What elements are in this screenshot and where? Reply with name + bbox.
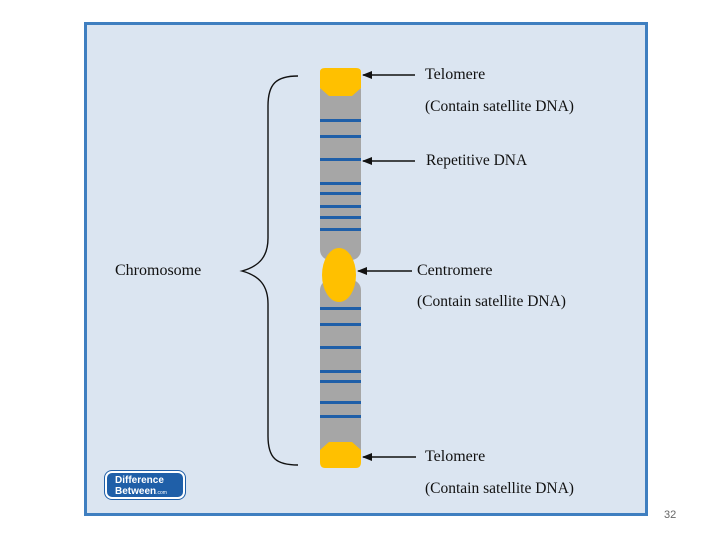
centromere-label: Centromere (417, 262, 493, 279)
band (320, 158, 361, 161)
band (320, 370, 361, 373)
band (320, 228, 361, 231)
pointer-arrows (357, 71, 416, 461)
telomere-bottom-note: (Contain satellite DNA) (425, 480, 574, 497)
band (320, 380, 361, 383)
telomere-bottom-cap (320, 442, 361, 468)
dna-bands (320, 119, 361, 418)
centromere-shape (322, 248, 356, 302)
logo-line2-text: Between (115, 486, 157, 497)
centromere-note: (Contain satellite DNA) (417, 293, 566, 310)
band (320, 346, 361, 349)
band (320, 182, 361, 185)
band (320, 135, 361, 138)
repetitive-dna-label: Repetitive DNA (426, 152, 528, 169)
band (320, 192, 361, 195)
band (320, 323, 361, 326)
logo-line2: Between.com (115, 486, 183, 499)
telomere-bottom-label: Telomere (425, 448, 486, 465)
band (320, 307, 361, 310)
telomere-top-label: Telomere (425, 66, 486, 83)
band (320, 205, 361, 208)
logo-line1: Difference (115, 475, 164, 486)
chromosome-brace (239, 75, 299, 466)
band (320, 119, 361, 122)
upper-chromatid-arm (320, 80, 361, 260)
page-number: 32 (664, 509, 677, 521)
telomere-top-cap (320, 68, 361, 96)
band (320, 401, 361, 404)
band (320, 216, 361, 219)
telomere-top-note: (Contain satellite DNA) (425, 98, 574, 115)
logo-suffix: .com (156, 490, 167, 496)
band (320, 415, 361, 418)
differencebetween-logo: Difference Between.com (105, 471, 185, 499)
chromosome-label: Chromosome (115, 262, 202, 279)
